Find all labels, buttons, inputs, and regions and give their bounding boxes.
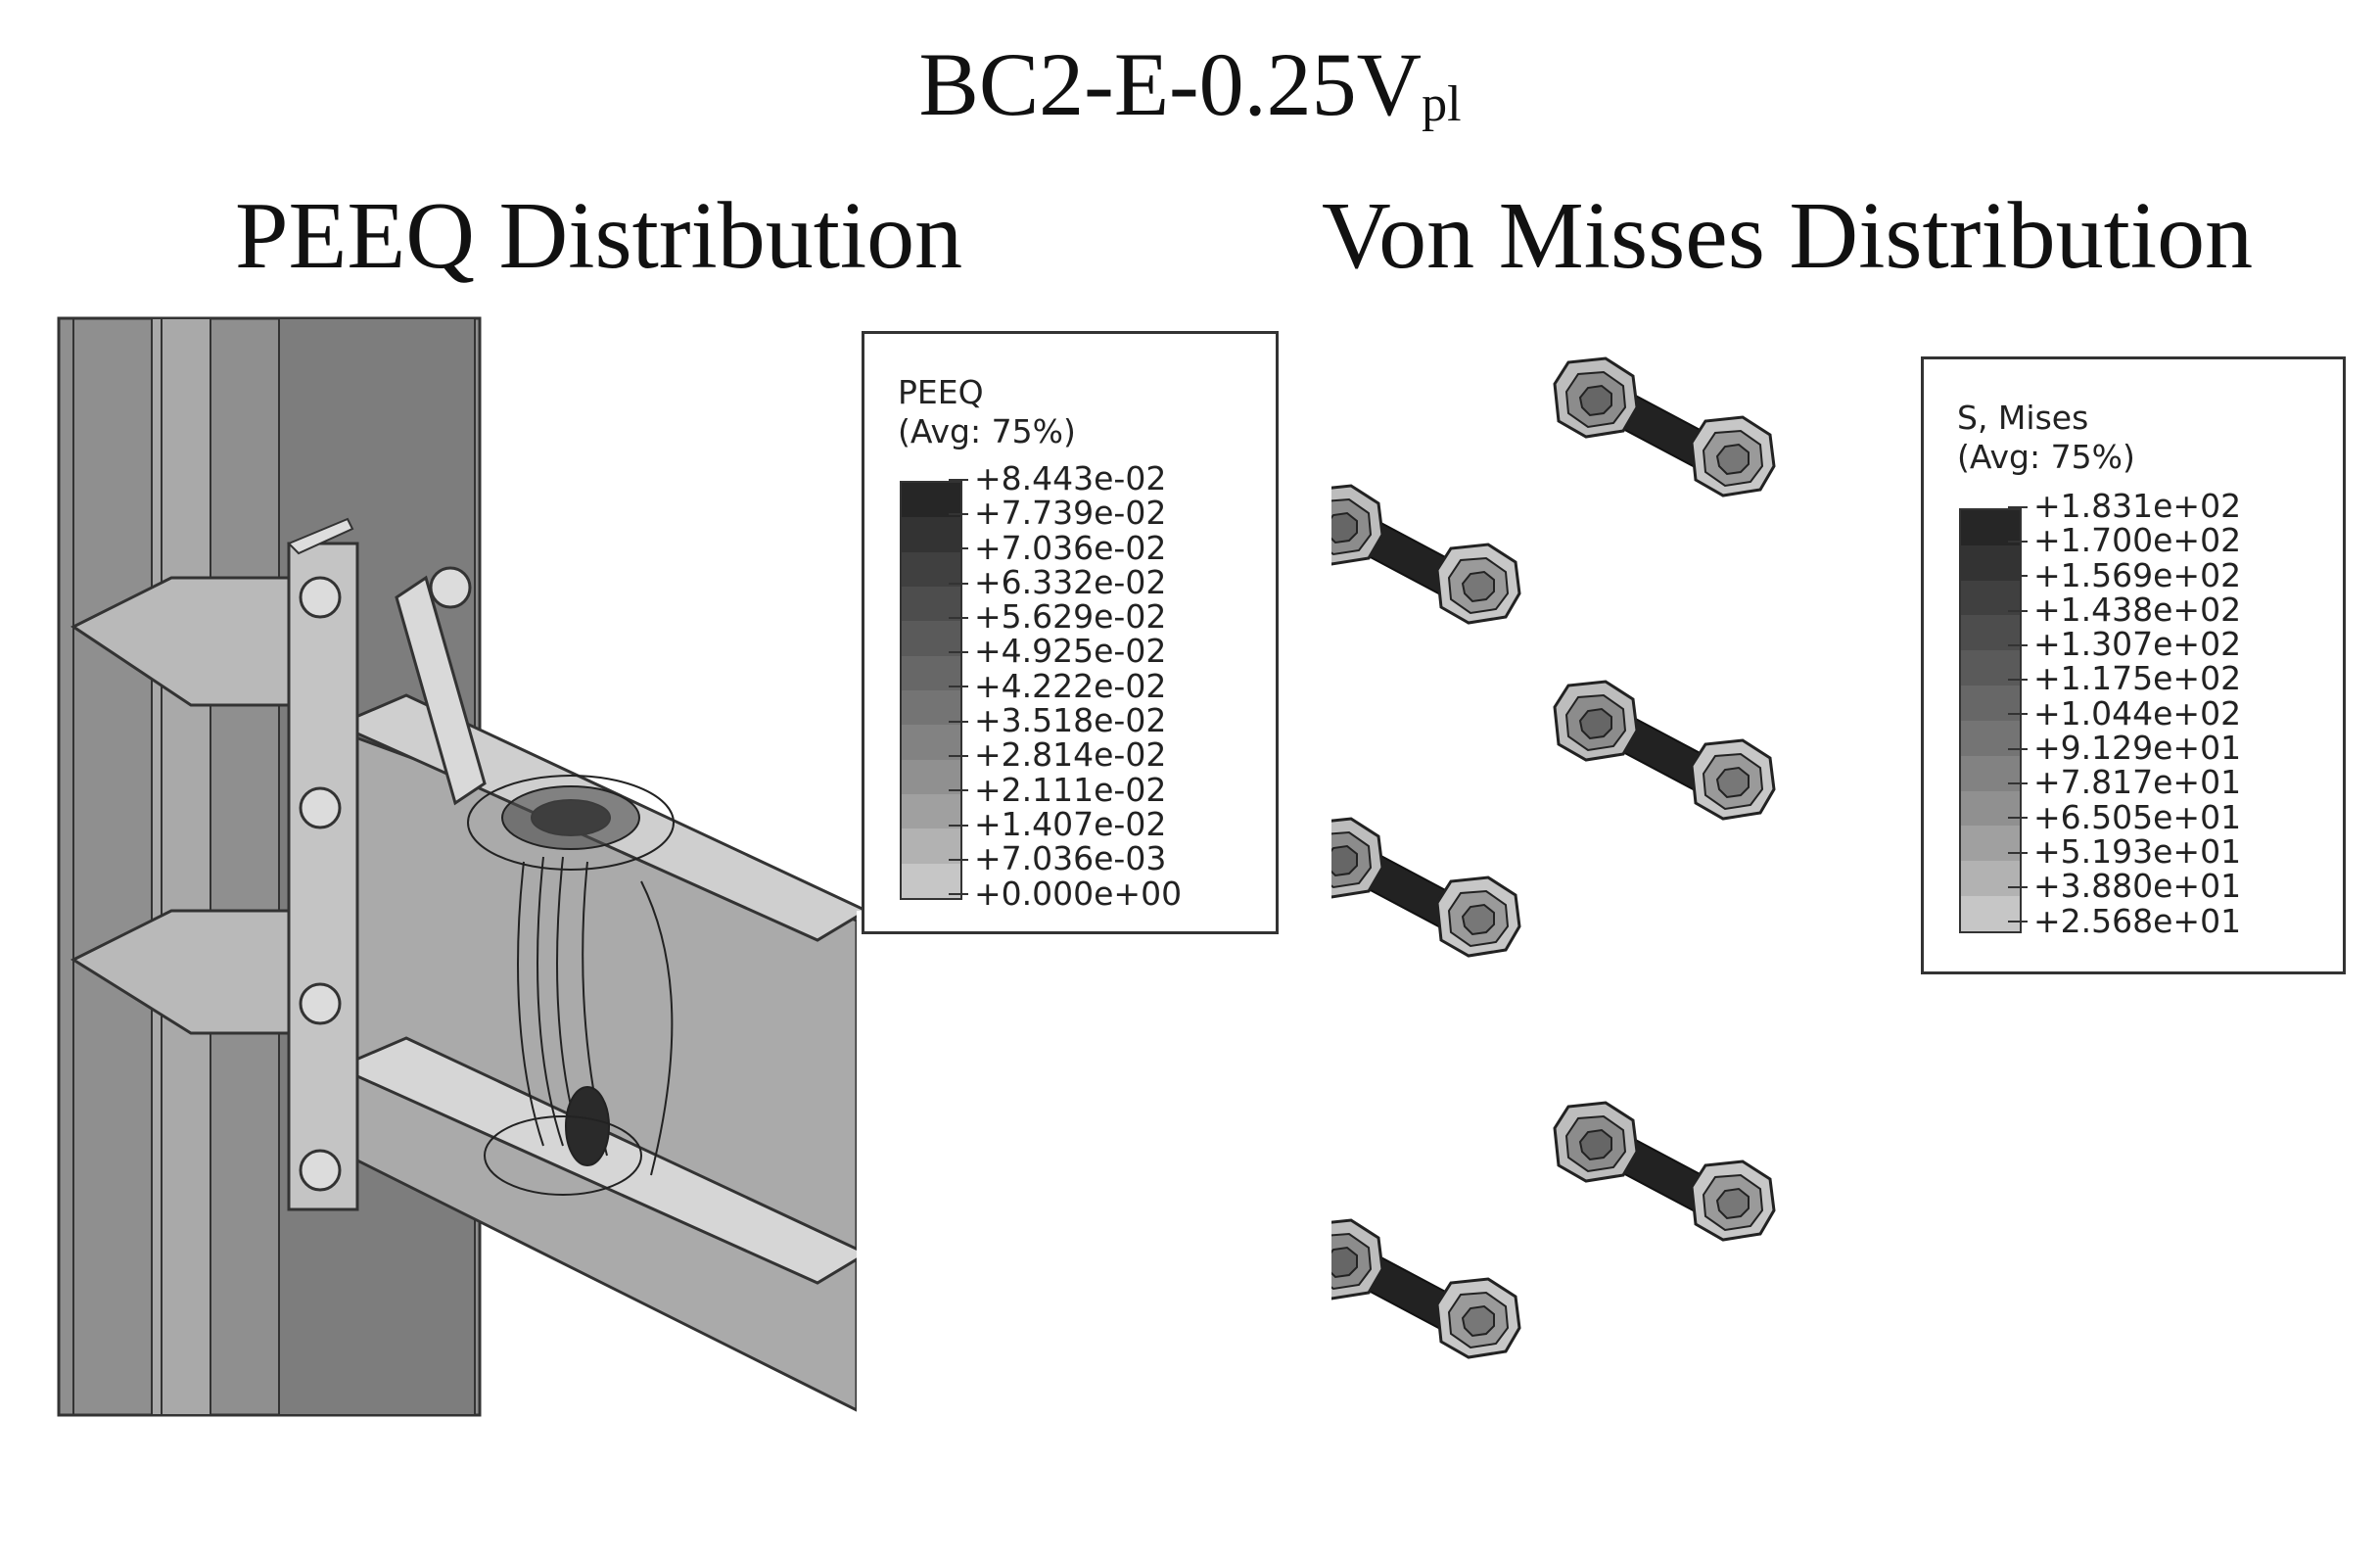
legend-value: +0.000e+00 [948, 875, 1182, 911]
legend-value: +1.438e+02 [2007, 592, 2241, 627]
color-swatch [902, 655, 960, 690]
legend-value: +2.568e+01 [2007, 903, 2241, 938]
legend-value: +3.880e+01 [2007, 869, 2241, 903]
peeq-color-bar [900, 481, 962, 900]
legend-value: +1.307e+02 [2007, 627, 2241, 661]
bolt-4 [1331, 817, 1521, 958]
legend-value: +1.569e+02 [2007, 557, 2241, 592]
legend-value: +7.036e-02 [948, 530, 1182, 565]
mises-legend: S, Mises (Avg: 75%) +1.831e+02 +1.700e+0… [1921, 356, 2346, 974]
rib-stiffener [395, 575, 487, 806]
bolt-heads [299, 566, 472, 1192]
legend-value: +2.111e-02 [948, 773, 1182, 807]
color-swatch [902, 828, 960, 864]
peeq-legend-values: +8.443e-02 +7.739e-02 +7.036e-02 +6.332e… [948, 461, 1182, 911]
color-swatch [1961, 720, 2020, 756]
peeq-panel-title: PEEQ Distribution [235, 183, 963, 289]
color-swatch [902, 483, 960, 518]
color-swatch [1961, 686, 2020, 721]
legend-value: +1.044e+02 [2007, 696, 2241, 731]
color-swatch [1961, 790, 2020, 827]
color-swatch [902, 551, 960, 587]
legend-value: +1.407e-02 [948, 807, 1182, 841]
figure-title-main: BC2-E-0.25V [918, 34, 1423, 134]
bolt-2 [1331, 484, 1521, 625]
peeq-legend-averaging: (Avg: 75%) [898, 412, 1076, 450]
mises-color-bar [1959, 508, 2022, 933]
color-swatch [1961, 826, 2020, 862]
mises-legend-values: +1.831e+02 +1.700e+02 +1.569e+02 +1.438e… [2007, 489, 2241, 938]
legend-value: +2.814e-02 [948, 737, 1182, 773]
legend-value: +8.443e-02 [948, 461, 1182, 496]
mises-legend-averaging: (Avg: 75%) [1957, 438, 2135, 476]
color-swatch [1961, 861, 2020, 897]
figure-title-subscript: pl [1422, 76, 1462, 132]
color-swatch [1961, 896, 2020, 931]
legend-value: +1.831e+02 [2007, 489, 2241, 523]
figure-title: BC2-E-0.25Vpl [0, 39, 2380, 130]
legend-value: +7.817e+01 [2007, 765, 2241, 800]
bolt-5 [1553, 1101, 1776, 1242]
peeq-legend: PEEQ (Avg: 75%) +8.443e-02 +7.739e-02 +7… [862, 331, 1279, 934]
legend-value: +6.332e-02 [948, 565, 1182, 599]
legend-value: +7.739e-02 [948, 496, 1182, 530]
color-swatch [1961, 580, 2020, 616]
bolt-6 [1331, 1218, 1521, 1359]
color-swatch [902, 586, 960, 622]
legend-value: +1.700e+02 [2007, 523, 2241, 557]
color-swatch [902, 689, 960, 726]
mises-panel-title: Von Misses Distribution [1322, 183, 2254, 289]
end-plate [287, 542, 359, 1211]
color-swatch [902, 517, 960, 552]
legend-value: +1.175e+02 [2007, 661, 2241, 696]
peeq-contours [467, 775, 675, 1196]
legend-value: +9.129e+01 [2007, 731, 2241, 765]
color-swatch [902, 725, 960, 760]
legend-value: +4.925e-02 [948, 634, 1182, 669]
legend-value: +4.222e-02 [948, 669, 1182, 703]
bolt-1 [1553, 356, 1776, 497]
beam-column-connection-image [57, 316, 886, 1420]
color-swatch [902, 863, 960, 898]
color-swatch [902, 621, 960, 656]
color-swatch [1961, 510, 2020, 545]
peeq-legend-title: PEEQ [898, 373, 984, 411]
mises-legend-title: S, Mises [1957, 399, 2089, 437]
legend-value: +7.036e-03 [948, 841, 1182, 875]
bolt-3 [1553, 680, 1776, 821]
legend-value: +5.629e-02 [948, 599, 1182, 634]
legend-value: +6.505e+01 [2007, 800, 2241, 834]
color-swatch [902, 793, 960, 829]
color-swatch [902, 759, 960, 794]
legend-value: +5.193e+01 [2007, 834, 2241, 869]
bolts-image [1331, 356, 1776, 1359]
color-swatch [1961, 755, 2020, 791]
color-swatch [1961, 544, 2020, 581]
legend-value: +3.518e-02 [948, 703, 1182, 737]
